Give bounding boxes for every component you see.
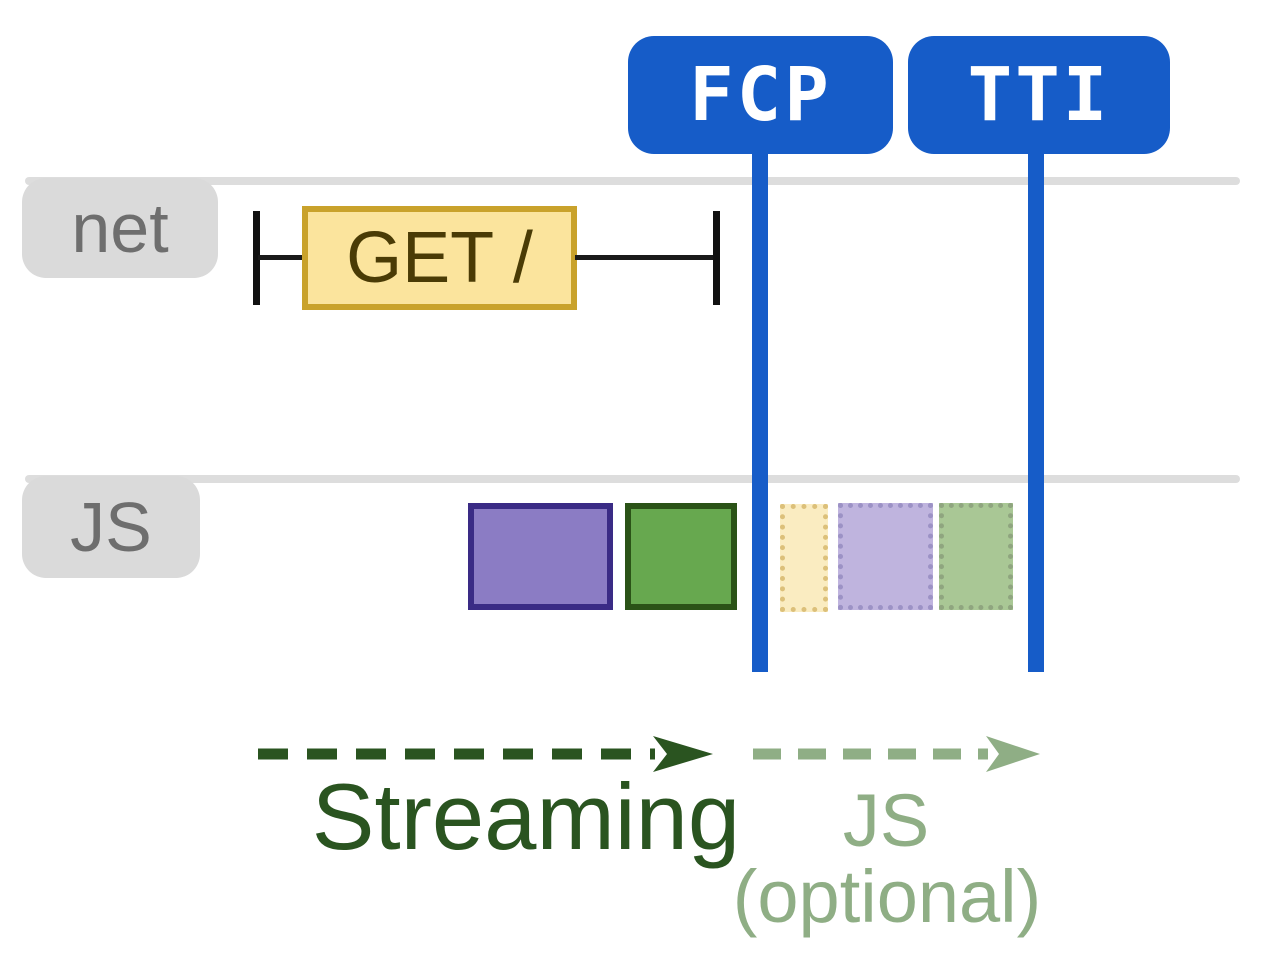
net-lane-tab: net — [22, 178, 218, 278]
net-lane-label: net — [71, 189, 169, 267]
streaming-arrow — [258, 736, 713, 772]
fcp-marker-line — [752, 148, 768, 672]
streaming-arrow-head — [653, 736, 713, 772]
js-task-block-purple-faded — [838, 503, 933, 610]
js-optional-arrow — [753, 736, 1040, 772]
request-start-tick — [253, 211, 260, 305]
fcp-badge: FCP — [628, 36, 893, 154]
js-phase-label: JS — [842, 779, 930, 862]
js-optional-label: (optional) — [732, 855, 1042, 938]
tti-marker-line — [1028, 148, 1044, 672]
js-task-block-green-faded — [939, 503, 1013, 610]
tti-badge-label: TTI — [967, 52, 1111, 138]
js-lane-tab: JS — [22, 476, 200, 578]
request-end-tick — [713, 211, 720, 305]
js-optional-arrow-head — [986, 736, 1040, 772]
fcp-badge-label: FCP — [689, 52, 832, 138]
streaming-phase-label: Streaming — [311, 764, 741, 869]
js-task-block-purple — [468, 503, 613, 610]
request-line-left — [258, 255, 304, 260]
tti-badge: TTI — [908, 36, 1170, 154]
js-task-block-yellow-faded — [780, 504, 828, 612]
js-task-block-green — [625, 503, 737, 610]
net-lane-line — [25, 177, 1240, 185]
js-lane-label: JS — [70, 488, 152, 566]
js-lane-line — [25, 475, 1240, 483]
get-request-box: GET / — [302, 206, 577, 310]
get-request-label: GET / — [346, 218, 533, 298]
request-line-right — [575, 255, 715, 260]
